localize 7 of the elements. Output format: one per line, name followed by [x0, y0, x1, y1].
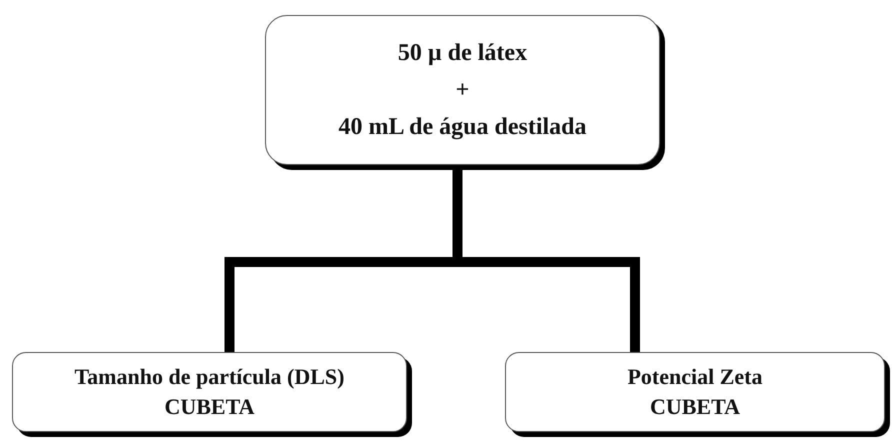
box-text: Tamanho de partícula (DLS): [74, 364, 344, 390]
box-text: +: [456, 76, 470, 104]
box-text: 40 mL de água destilada: [338, 114, 587, 140]
box-text: CUBETA: [164, 394, 255, 420]
box-text: CUBETA: [650, 394, 740, 420]
box-text: Potencial Zeta: [627, 364, 763, 390]
box-text: 50 µ de látex: [398, 40, 528, 66]
